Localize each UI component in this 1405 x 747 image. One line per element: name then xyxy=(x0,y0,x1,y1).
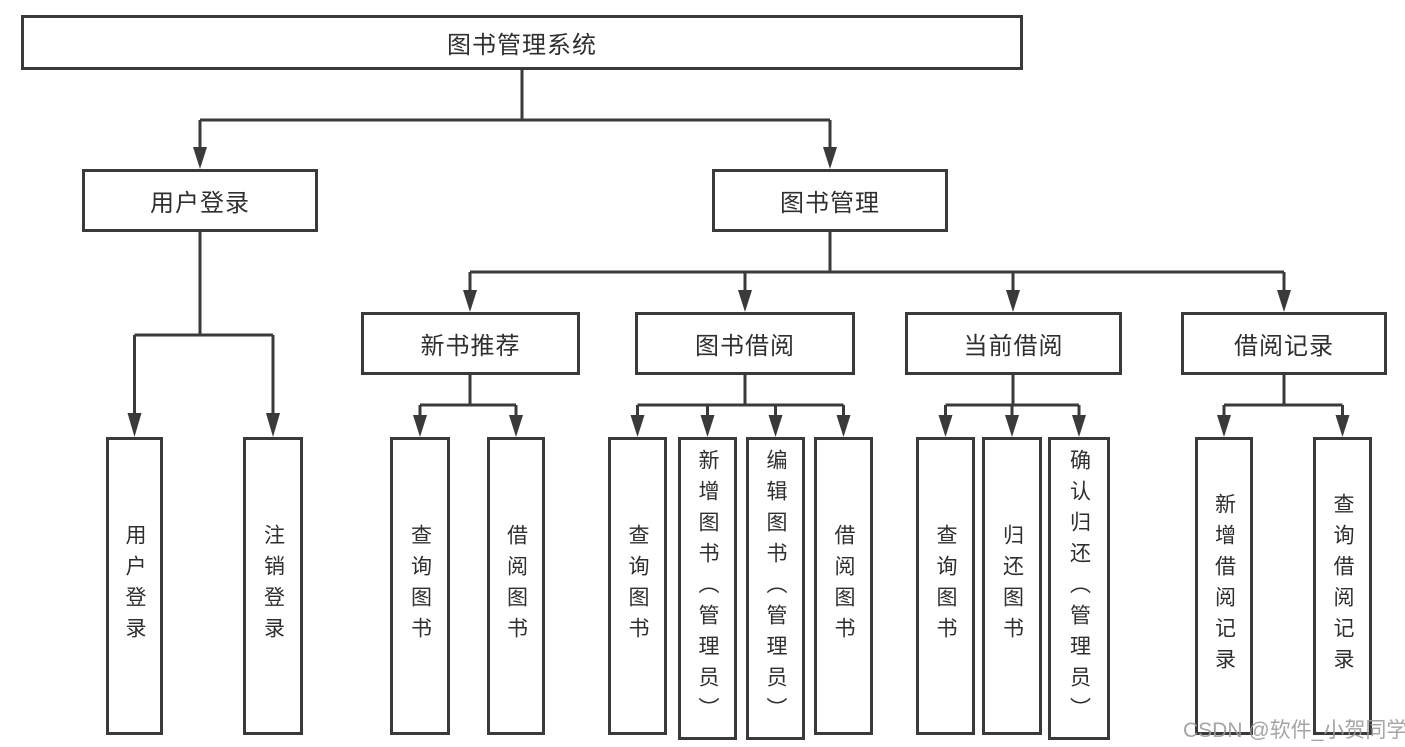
connector-root-to-level2 xyxy=(193,70,837,169)
node-current-borrowing: 当前借阅 xyxy=(905,312,1122,375)
leaf-logout-label: 注销登录 xyxy=(261,524,285,648)
connector-new-book-recommend-branch xyxy=(413,375,523,437)
leaf-query-borrow-record: 查询借阅记录 xyxy=(1313,437,1372,735)
leaf-edit-book-admin: 编辑图书（管理员） xyxy=(746,437,805,740)
leaf-borrowing-query-books-label: 查询图书 xyxy=(626,524,649,648)
node-book-borrowing: 图书借阅 xyxy=(635,312,855,375)
leaf-newbooks-query-books-label: 查询图书 xyxy=(408,524,432,648)
leaf-add-borrow-record: 新增借阅记录 xyxy=(1195,437,1253,735)
leaf-current-query-books: 查询图书 xyxy=(916,437,975,735)
connector-book-management-branch xyxy=(463,232,1291,312)
node-user-login: 用户登录 xyxy=(82,169,318,232)
leaf-add-borrow-record-label: 新增借阅记录 xyxy=(1212,493,1236,679)
leaf-query-borrow-record-label: 查询借阅记录 xyxy=(1331,493,1354,679)
leaf-add-book-admin-label: 新增图书（管理员） xyxy=(696,449,719,728)
leaf-confirm-return-admin: 确认归还（管理员） xyxy=(1048,437,1110,740)
leaf-borrowing-borrow-books: 借阅图书 xyxy=(814,437,873,735)
node-borrowing-records: 借阅记录 xyxy=(1181,312,1387,375)
node-book-management: 图书管理 xyxy=(712,169,948,232)
leaf-confirm-return-admin-label: 确认归还（管理员） xyxy=(1067,449,1091,728)
leaf-edit-book-admin-label: 编辑图书（管理员） xyxy=(764,449,787,728)
leaf-user-login: 用户登录 xyxy=(106,437,163,735)
connector-borrowing-records-branch xyxy=(1217,375,1350,437)
connector-current-borrowing-branch xyxy=(938,375,1086,437)
csdn-watermark: CSDN @软件_小贺同学 xyxy=(1183,719,1405,742)
connector-user-login-branch xyxy=(127,232,280,437)
leaf-borrowing-borrow-books-label: 借阅图书 xyxy=(832,524,855,648)
leaf-logout: 注销登录 xyxy=(243,437,303,735)
leaf-add-book-admin: 新增图书（管理员） xyxy=(678,437,737,740)
leaf-return-books: 归还图书 xyxy=(982,437,1042,735)
leaf-user-login-label: 用户登录 xyxy=(123,524,146,648)
leaf-newbooks-borrow-books-label: 借阅图书 xyxy=(504,524,528,648)
leaf-borrowing-query-books: 查询图书 xyxy=(608,437,667,735)
node-library-management-system: 图书管理系统 xyxy=(21,15,1023,70)
leaf-newbooks-query-books: 查询图书 xyxy=(390,437,450,735)
leaf-return-books-label: 归还图书 xyxy=(1000,524,1024,648)
node-new-book-recommend: 新书推荐 xyxy=(361,312,580,375)
connector-book-borrowing-branch xyxy=(630,375,851,437)
leaf-current-query-books-label: 查询图书 xyxy=(934,524,957,648)
leaf-newbooks-borrow-books: 借阅图书 xyxy=(487,437,545,735)
